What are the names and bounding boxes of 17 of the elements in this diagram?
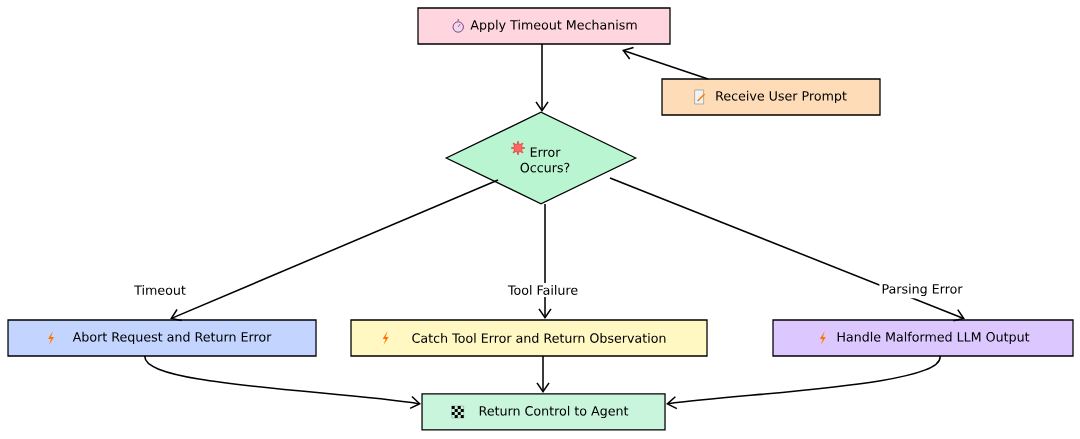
arrow	[535, 43, 549, 112]
arrow	[666, 355, 941, 410]
arrow	[144, 355, 422, 410]
arrow	[536, 355, 550, 393]
arrow	[609, 177, 965, 322]
edge-label: Timeout	[132, 283, 188, 297]
process-box: Handle Malformed LLM Output	[772, 319, 1074, 357]
edge-label: Parsing Error	[879, 281, 965, 299]
arrow	[538, 203, 552, 319]
arrow	[622, 46, 709, 80]
edge-label: Tool Failure	[505, 283, 581, 297]
arrow	[170, 179, 499, 322]
process-box: Receive User Prompt	[661, 78, 881, 116]
process-box: Abort Request and Return Error	[7, 319, 317, 357]
process-box: Return Control to Agent	[421, 393, 666, 431]
process-box: Catch Tool Error and Return Observation	[350, 319, 708, 357]
process-box: Apply Timeout Mechanism	[417, 7, 671, 45]
